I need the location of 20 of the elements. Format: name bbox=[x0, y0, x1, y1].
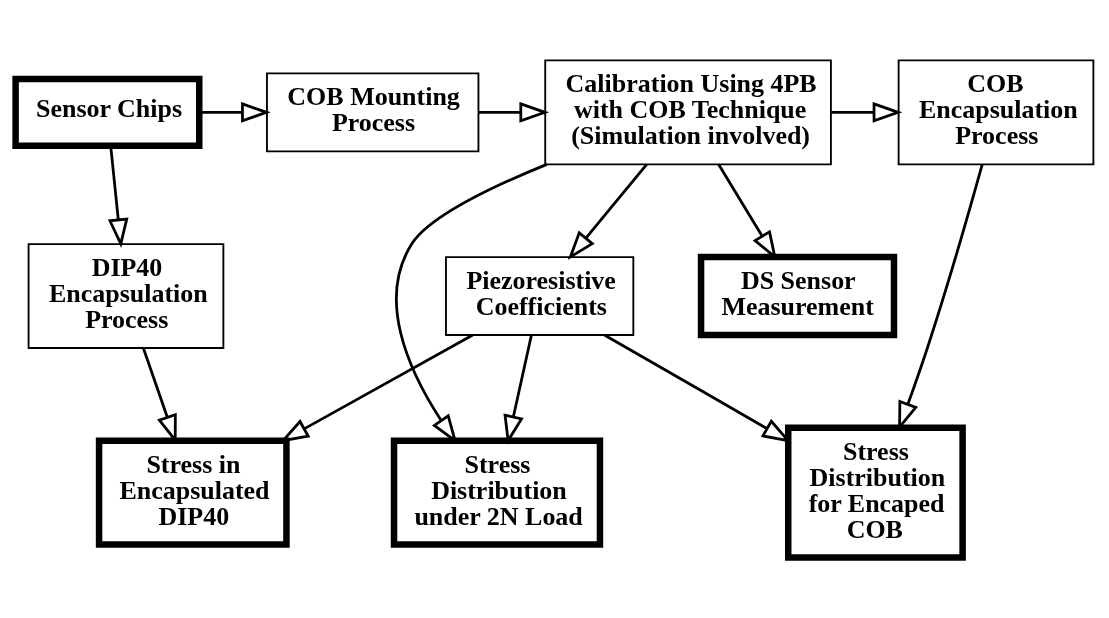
node-box: DIP40 Encapsulation Process bbox=[27, 243, 225, 349]
arrow bbox=[142, 347, 177, 445]
node-box: Stress Distribution under 2N Load bbox=[390, 437, 604, 548]
node-box: COB Mounting Process bbox=[266, 72, 480, 153]
arrow bbox=[567, 163, 648, 261]
node-box: Piezoresistive Coefficients bbox=[445, 256, 635, 336]
arrow bbox=[503, 334, 533, 445]
arrow bbox=[478, 101, 550, 123]
node-box: Stress Distribution for Encaped COB bbox=[785, 424, 966, 561]
arrow bbox=[107, 146, 129, 249]
arrow bbox=[603, 333, 792, 443]
node-box: Calibration Using 4PB with COB Technique (Simulation involved) bbox=[544, 59, 832, 166]
arrow bbox=[199, 101, 271, 123]
arrow bbox=[831, 101, 903, 123]
node-box: Stress in Encapsulated DIP40 bbox=[95, 437, 290, 548]
arrow bbox=[395, 163, 548, 444]
node-box: COB Encapsulation Process bbox=[897, 59, 1095, 166]
node-box: DS Sensor Measurement bbox=[697, 253, 898, 339]
node-box: Sensor Chips bbox=[12, 75, 203, 149]
arrow bbox=[717, 163, 777, 261]
